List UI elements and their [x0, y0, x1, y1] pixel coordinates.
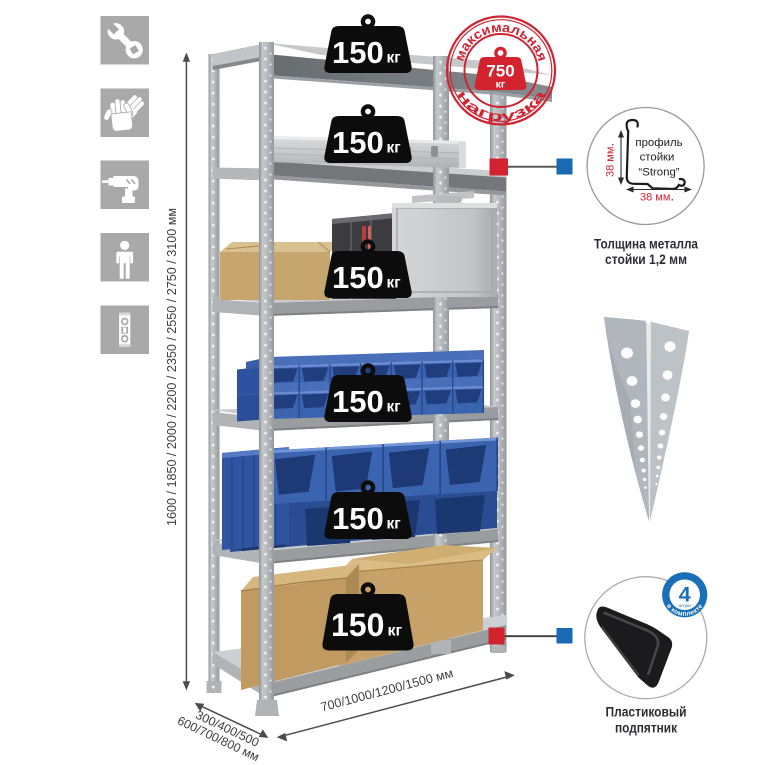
svg-text:750: 750 — [486, 62, 514, 81]
svg-text:кг: кг — [388, 623, 403, 640]
svg-text:стойки 1,2 мм: стойки 1,2 мм — [605, 251, 687, 267]
svg-text:38 мм.: 38 мм. — [640, 188, 674, 204]
svg-text:“Strong”: “Strong” — [638, 167, 679, 179]
svg-text:Толщина металла: Толщина металла — [594, 236, 698, 252]
svg-text:1600 / 1850 / 2000 / 2200 / 23: 1600 / 1850 / 2000 / 2200 / 2350 / 2550 … — [164, 208, 179, 526]
svg-text:штуки: штуки — [679, 603, 692, 608]
svg-text:кг: кг — [496, 79, 506, 91]
svg-text:Пластиковый: Пластиковый — [606, 704, 687, 720]
svg-text:подпятник: подпятник — [615, 720, 678, 736]
svg-text:стойки: стойки — [640, 152, 675, 164]
svg-text:150: 150 — [331, 607, 384, 643]
svg-text:профиль: профиль — [635, 137, 682, 149]
svg-text:38 мм.: 38 мм. — [601, 143, 617, 177]
svg-text:4: 4 — [679, 583, 691, 607]
